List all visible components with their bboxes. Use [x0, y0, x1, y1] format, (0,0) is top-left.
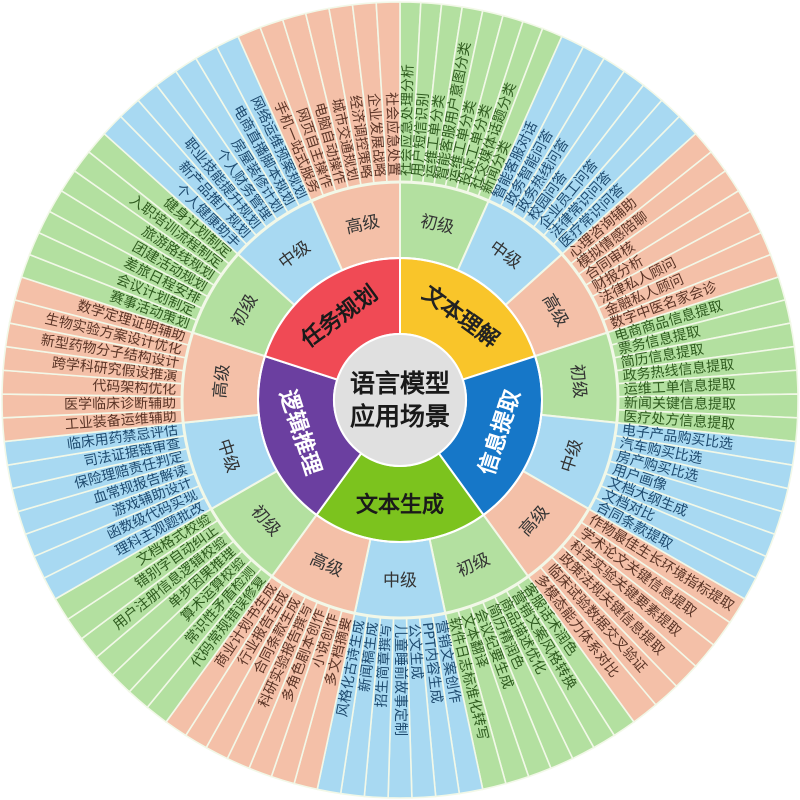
ring-divider [180, 180, 620, 620]
center-hub: 语言模型 应用场景 [333, 333, 467, 467]
category-label: 文本生成 [356, 492, 444, 518]
scenario-label: 新闻关键信息提取 [624, 394, 736, 413]
center-title-line1: 语言模型 [350, 369, 450, 398]
scenario-label: 儿童睡前故事定制 [392, 624, 409, 736]
scenario-label: 医学临床诊断辅助 [64, 395, 176, 413]
level-label: 初级 [566, 363, 589, 399]
scenario-label: 社会应急处置 [383, 92, 403, 176]
scenario-label: 公文生成 [405, 623, 424, 680]
scenario-label: 运维工单信息提取 [623, 376, 736, 398]
scenario-label: 社会应急处理分析 [397, 64, 417, 176]
center-circle [333, 333, 467, 467]
ring-divider [257, 257, 543, 543]
level-label: 中级 [383, 571, 417, 591]
center-title-line2: 应用场景 [350, 402, 450, 431]
level-label: 高级 [210, 363, 233, 399]
scenario-label: 代码架构优化 [92, 378, 177, 398]
